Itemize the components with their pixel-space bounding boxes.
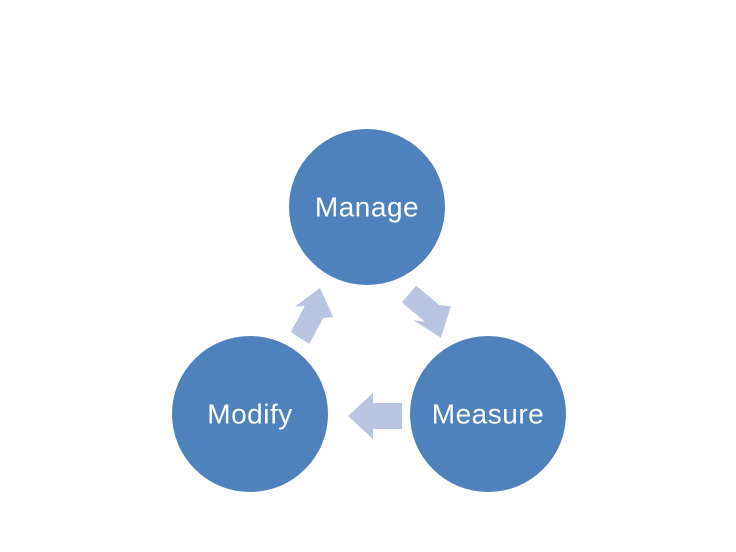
node-modify-label: Modify	[207, 399, 292, 430]
node-manage-label: Manage	[315, 192, 419, 223]
arrow-manage-to-measure	[401, 285, 451, 338]
arrow-modify-to-manage	[290, 288, 334, 344]
arrow-measure-to-modify	[348, 393, 402, 439]
node-measure-circle	[410, 336, 566, 492]
node-manage-circle	[289, 129, 445, 285]
node-modify-circle	[172, 336, 328, 492]
node-measure-label: Measure	[432, 399, 544, 430]
